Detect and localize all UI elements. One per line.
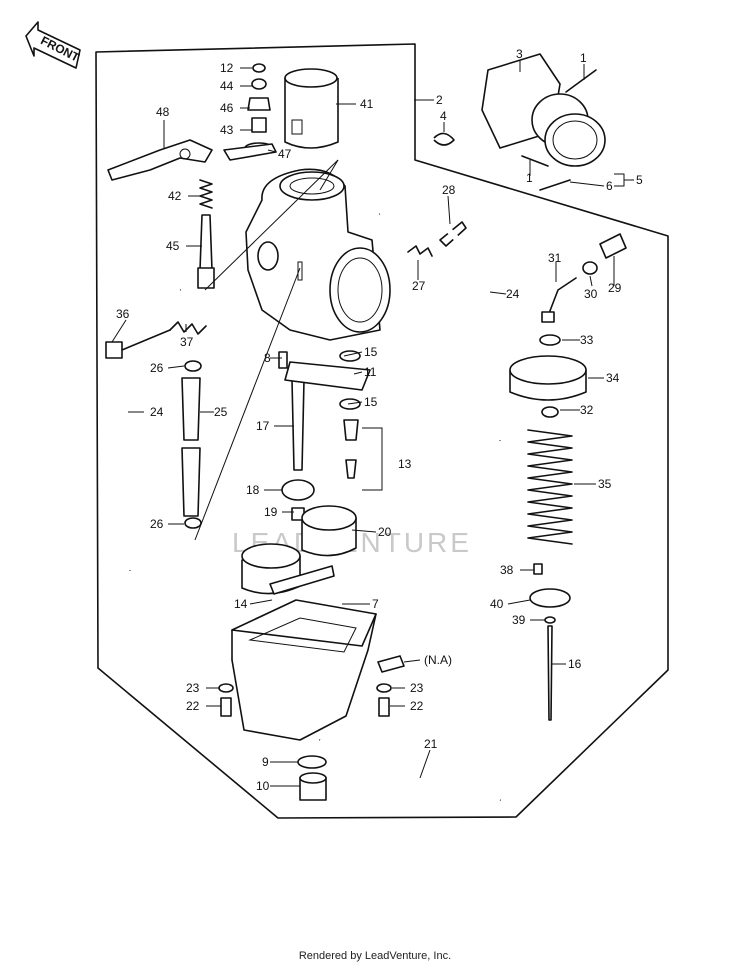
part-slide-spring <box>527 429 573 545</box>
callout-23a: 23 <box>186 681 200 695</box>
front-badge: FRONT <box>25 21 82 69</box>
callout-7: 7 <box>372 597 379 611</box>
part-lever <box>107 139 277 181</box>
callout-8: 8 <box>264 351 271 365</box>
callout-28: 28 <box>442 183 456 197</box>
part-float-bowl <box>231 599 377 741</box>
callout-34: 34 <box>606 371 620 385</box>
callout-19: 19 <box>264 505 278 519</box>
callout-12: 12 <box>220 61 234 75</box>
callout-37: 37 <box>180 335 194 349</box>
part-bowl-screws <box>218 655 405 717</box>
callout-47: 47 <box>278 147 292 161</box>
callout-9: 9 <box>262 755 269 769</box>
callout-22a: 22 <box>186 699 200 713</box>
part-manifold-bolts <box>433 69 597 191</box>
callout-36: 36 <box>116 307 130 321</box>
callout-15a: 15 <box>364 345 378 359</box>
part-top-cap <box>509 334 587 418</box>
callout-45: 45 <box>166 239 180 253</box>
callout-4: 4 <box>440 109 447 123</box>
callout-na: (N.A) <box>424 653 452 667</box>
callout-1a: 1 <box>580 51 587 65</box>
part-carburetor-body <box>245 168 391 341</box>
part-vent-tube <box>181 360 202 529</box>
callout-15b: 15 <box>364 395 378 409</box>
part-float-valve <box>284 350 383 491</box>
callout-leaders <box>111 60 634 787</box>
callout-48: 48 <box>156 105 170 119</box>
callout-32: 32 <box>580 403 594 417</box>
render-credit: Rendered by LeadVenture, Inc. <box>298 950 452 962</box>
callout-31: 31 <box>548 251 562 265</box>
callout-2: 2 <box>436 93 443 107</box>
callout-25: 25 <box>214 405 228 419</box>
part-choke-fitting <box>541 233 627 323</box>
callout-1b: 1 <box>526 171 533 185</box>
callout-44: 44 <box>220 79 234 93</box>
callout-24b: 24 <box>506 287 520 301</box>
callout-42: 42 <box>168 189 182 203</box>
callout-17: 17 <box>256 419 270 433</box>
callout-26b: 26 <box>150 517 164 531</box>
callout-11: 11 <box>364 365 377 379</box>
callout-29: 29 <box>608 281 622 295</box>
part-drain-plug <box>297 755 327 801</box>
part-idle-screw <box>197 179 215 289</box>
callout-3: 3 <box>516 47 523 61</box>
part-jet-needle <box>529 563 571 721</box>
callout-20: 20 <box>378 525 392 539</box>
callout-27: 27 <box>412 279 426 293</box>
part-float <box>241 505 357 595</box>
callout-46: 46 <box>220 101 234 115</box>
callout-35: 35 <box>598 477 612 491</box>
callout-40: 40 <box>490 597 504 611</box>
part-throttle-slide <box>284 68 339 149</box>
callout-26a: 26 <box>150 361 164 375</box>
callout-24a: 24 <box>150 405 164 419</box>
diagram-border <box>95 43 669 819</box>
part-pilot-screw <box>105 321 207 359</box>
part-intake-manifold <box>481 53 606 167</box>
callout-30: 30 <box>584 287 598 301</box>
callout-16: 16 <box>568 657 582 671</box>
callout-38: 38 <box>500 563 514 577</box>
callout-23b: 23 <box>410 681 424 695</box>
callout-18: 18 <box>246 483 260 497</box>
callout-labels: 12 44 46 43 47 41 48 42 45 36 37 26 24 2… <box>116 47 643 793</box>
callout-5: 5 <box>636 173 643 187</box>
callout-22b: 22 <box>410 699 424 713</box>
callout-13: 13 <box>398 457 412 471</box>
callout-39: 39 <box>512 613 526 627</box>
callout-14: 14 <box>234 597 248 611</box>
callout-33: 33 <box>580 333 594 347</box>
callout-6: 6 <box>606 179 613 193</box>
callout-10: 10 <box>256 779 270 793</box>
callout-43: 43 <box>220 123 234 137</box>
callout-21: 21 <box>424 737 438 751</box>
callout-41: 41 <box>360 97 374 111</box>
